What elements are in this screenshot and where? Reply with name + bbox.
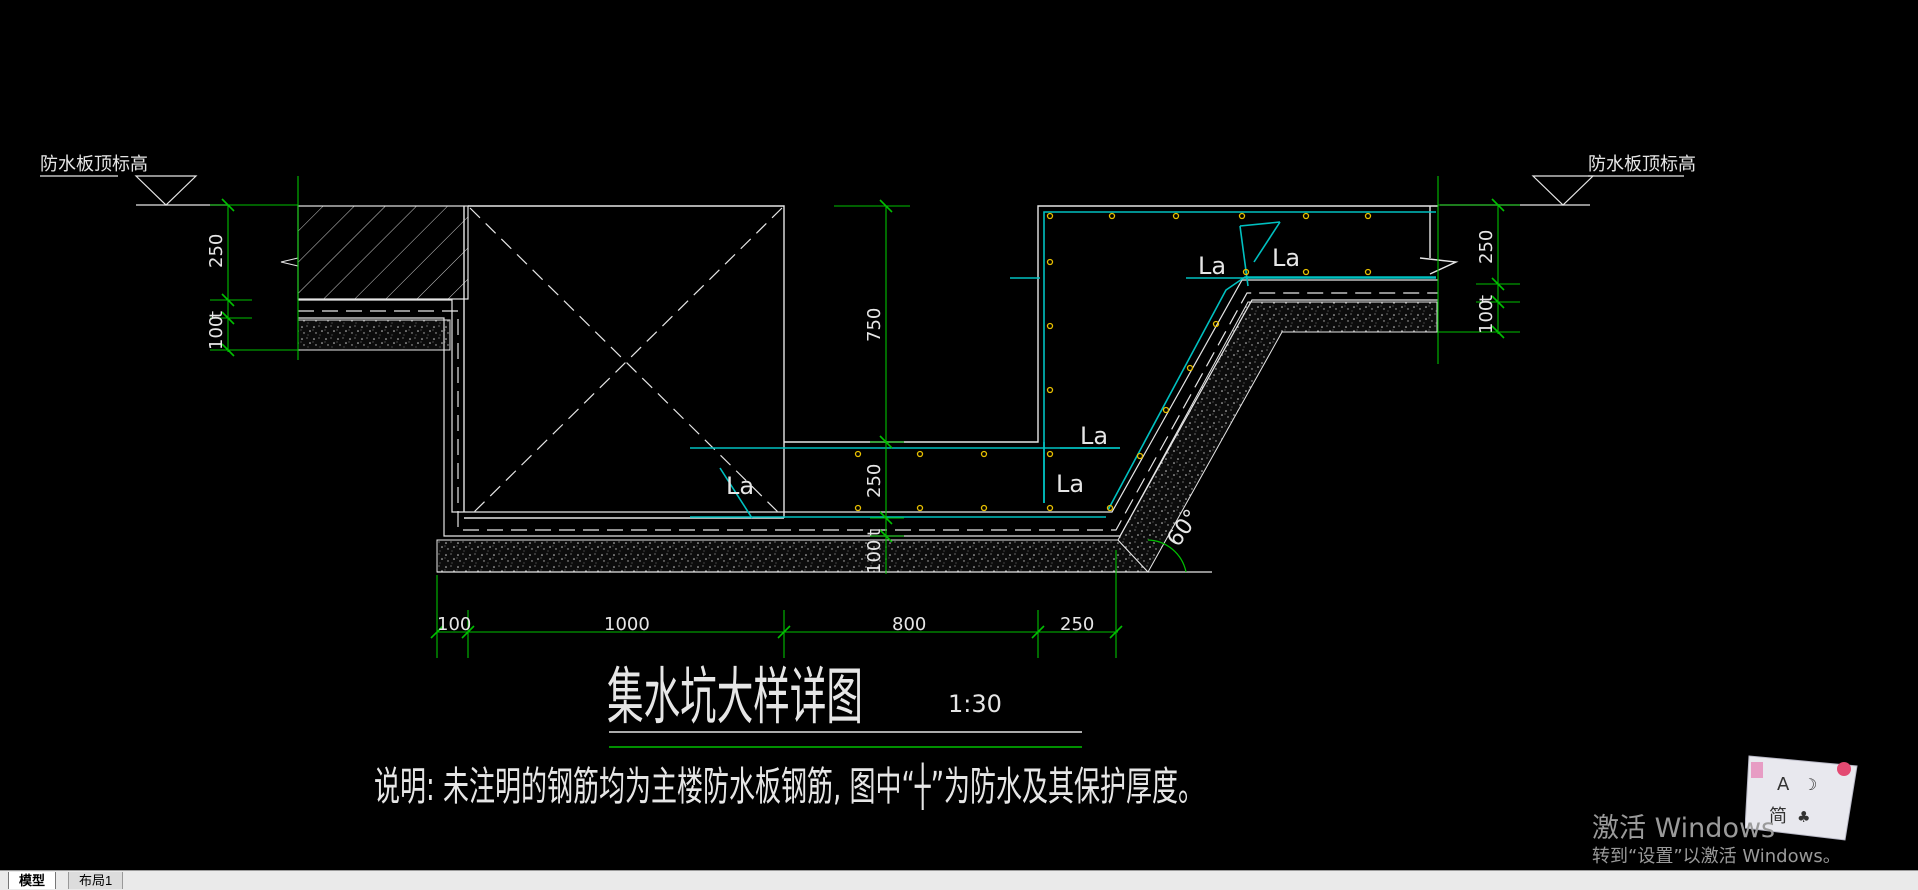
dimensions bbox=[210, 176, 1520, 658]
ime-char-jian[interactable]: 简 bbox=[1769, 806, 1787, 827]
dim-right-t: t bbox=[1476, 295, 1497, 302]
dim-left-250: 250 bbox=[206, 234, 227, 268]
pit-outline bbox=[463, 205, 1459, 519]
dim-bottom-800: 800 bbox=[892, 614, 926, 635]
dimension-ticks bbox=[221, 198, 1505, 639]
drawing-title: 集水坑大样详图 bbox=[607, 660, 863, 733]
elevation-marker-right: 防水板顶标高 bbox=[1440, 154, 1696, 206]
la-label: La bbox=[726, 472, 754, 500]
elevation-label-left: 防水板顶标高 bbox=[40, 154, 148, 175]
angle-arc bbox=[1147, 539, 1187, 573]
gravel-cushion bbox=[297, 301, 1438, 573]
drawing-note: 说明: 未注明的钢筋均为主楼防水板钢筋, 图中“┼”为防水及其保护厚度。 bbox=[374, 762, 1204, 810]
layout-tab-bar: 模型 布局1 bbox=[0, 870, 1918, 890]
elevation-label-right: 防水板顶标高 bbox=[1588, 154, 1696, 175]
rebar-lines bbox=[690, 211, 1436, 519]
elevation-marker-left: 防水板顶标高 bbox=[40, 154, 228, 206]
ime-toolbar[interactable]: A ☽ 简 ♣ bbox=[1745, 752, 1860, 844]
dim-left-100: 100 bbox=[206, 316, 227, 350]
la-label: La bbox=[1080, 422, 1108, 450]
dim-mid-250: 250 bbox=[864, 464, 885, 498]
activation-title: 激活 Windows bbox=[1592, 813, 1776, 844]
dim-right-100: 100 bbox=[1476, 300, 1497, 334]
opening-cross bbox=[469, 207, 783, 517]
dim-mid-750: 750 bbox=[864, 308, 885, 342]
activation-watermark: 激活 Windows 转到“设置”以激活 Windows。 bbox=[1592, 813, 1841, 869]
drawing-scale: 1:30 bbox=[948, 690, 1002, 718]
waterproof-layer bbox=[298, 279, 1438, 537]
la-label: La bbox=[1056, 470, 1084, 498]
dim-bottom-100: 100 bbox=[437, 614, 471, 635]
anchorage-labels: La La La La La bbox=[726, 244, 1300, 500]
dim-bottom-1000: 1000 bbox=[604, 614, 650, 635]
dim-left-t: t bbox=[206, 311, 227, 318]
drawing-canvas[interactable]: 防水板顶标高 防水板顶标高 bbox=[0, 0, 1918, 870]
tab-layout1[interactable]: 布局1 bbox=[68, 872, 124, 889]
la-label: La bbox=[1198, 252, 1226, 280]
shirt-icon: ♣ bbox=[1797, 808, 1810, 826]
dim-mid-t: t bbox=[864, 529, 885, 536]
activation-subtitle: 转到“设置”以激活 Windows。 bbox=[1592, 846, 1841, 867]
tab-model[interactable]: 模型 bbox=[8, 872, 57, 889]
ime-status-icon[interactable] bbox=[1837, 762, 1851, 776]
la-label: La bbox=[1272, 244, 1300, 272]
moon-icon: ☽ bbox=[1803, 775, 1817, 794]
hatched-slab bbox=[280, 205, 469, 300]
dim-bottom-250: 250 bbox=[1060, 614, 1094, 635]
dim-mid-100: 100 bbox=[864, 540, 885, 574]
dim-right-250: 250 bbox=[1476, 230, 1497, 264]
ime-char-a[interactable]: A bbox=[1777, 774, 1790, 795]
rebar-dots bbox=[854, 212, 1372, 512]
